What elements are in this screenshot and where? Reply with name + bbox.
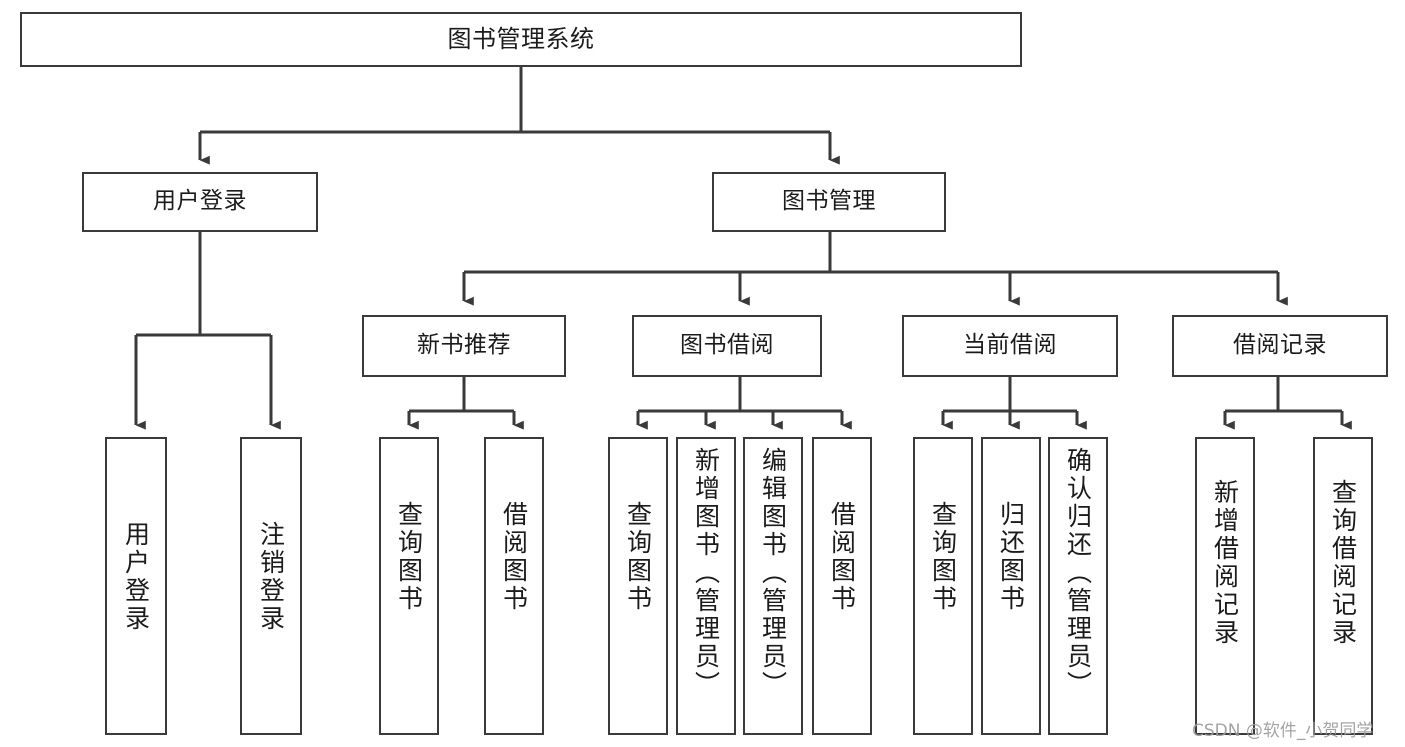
leaf-borrow-add-book-admin[interactable]: 新增图书（管理员） xyxy=(676,437,736,735)
leaf-label: 借阅图书 xyxy=(499,501,529,613)
node-book-management-label: 图书管理 xyxy=(782,188,876,215)
leaf-current-return-book[interactable]: 归还图书 xyxy=(981,437,1041,735)
csdn-watermark: CSDN @软件_小贺同学 xyxy=(1192,721,1374,741)
leaf-label: 用户登录 xyxy=(121,521,151,633)
node-new-book-recommend-label: 新书推荐 xyxy=(417,332,511,359)
node-current-borrow[interactable]: 当前借阅 xyxy=(902,315,1118,377)
node-user-login-label: 用户登录 xyxy=(153,188,247,215)
leaf-record-add-record[interactable]: 新增借阅记录 xyxy=(1195,437,1255,735)
leaf-borrow-query-book[interactable]: 查询图书 xyxy=(608,437,668,735)
leaf-user-login-logout[interactable]: 注销登录 xyxy=(240,437,302,735)
node-book-borrow-label: 图书借阅 xyxy=(680,332,774,359)
leaf-label: 归还图书 xyxy=(996,501,1026,613)
node-borrow-record[interactable]: 借阅记录 xyxy=(1172,315,1388,377)
leaf-borrow-borrow-book[interactable]: 借阅图书 xyxy=(812,437,872,735)
leaf-current-query-book[interactable]: 查询图书 xyxy=(913,437,973,735)
leaf-label: 查询图书 xyxy=(623,501,653,613)
leaf-label: 查询图书 xyxy=(928,501,958,613)
leaf-label: 借阅图书 xyxy=(827,501,857,613)
node-book-management[interactable]: 图书管理 xyxy=(712,172,946,232)
leaf-label: 确认归还（管理员） xyxy=(1063,447,1093,699)
leaf-label: 注销登录 xyxy=(256,521,286,633)
leaf-current-confirm-return-admin[interactable]: 确认归还（管理员） xyxy=(1048,437,1108,735)
leaf-label: 新增图书（管理员） xyxy=(691,447,721,699)
node-borrow-record-label: 借阅记录 xyxy=(1233,332,1327,359)
leaf-label: 查询图书 xyxy=(394,501,424,613)
leaf-recommend-query-book[interactable]: 查询图书 xyxy=(379,437,439,735)
node-root[interactable]: 图书管理系统 xyxy=(20,12,1022,67)
leaf-label: 编辑图书（管理员） xyxy=(758,447,788,699)
node-book-borrow[interactable]: 图书借阅 xyxy=(632,315,822,377)
leaf-user-login-login[interactable]: 用户登录 xyxy=(105,437,167,735)
leaf-borrow-edit-book-admin[interactable]: 编辑图书（管理员） xyxy=(743,437,803,735)
leaf-label: 查询借阅记录 xyxy=(1328,479,1358,647)
leaf-recommend-borrow-book[interactable]: 借阅图书 xyxy=(484,437,544,735)
node-new-book-recommend[interactable]: 新书推荐 xyxy=(362,315,566,377)
leaf-record-query-record[interactable]: 查询借阅记录 xyxy=(1313,437,1373,735)
node-user-login[interactable]: 用户登录 xyxy=(82,172,318,232)
leaf-label: 新增借阅记录 xyxy=(1210,479,1240,647)
node-root-label: 图书管理系统 xyxy=(447,25,595,54)
node-current-borrow-label: 当前借阅 xyxy=(963,332,1057,359)
